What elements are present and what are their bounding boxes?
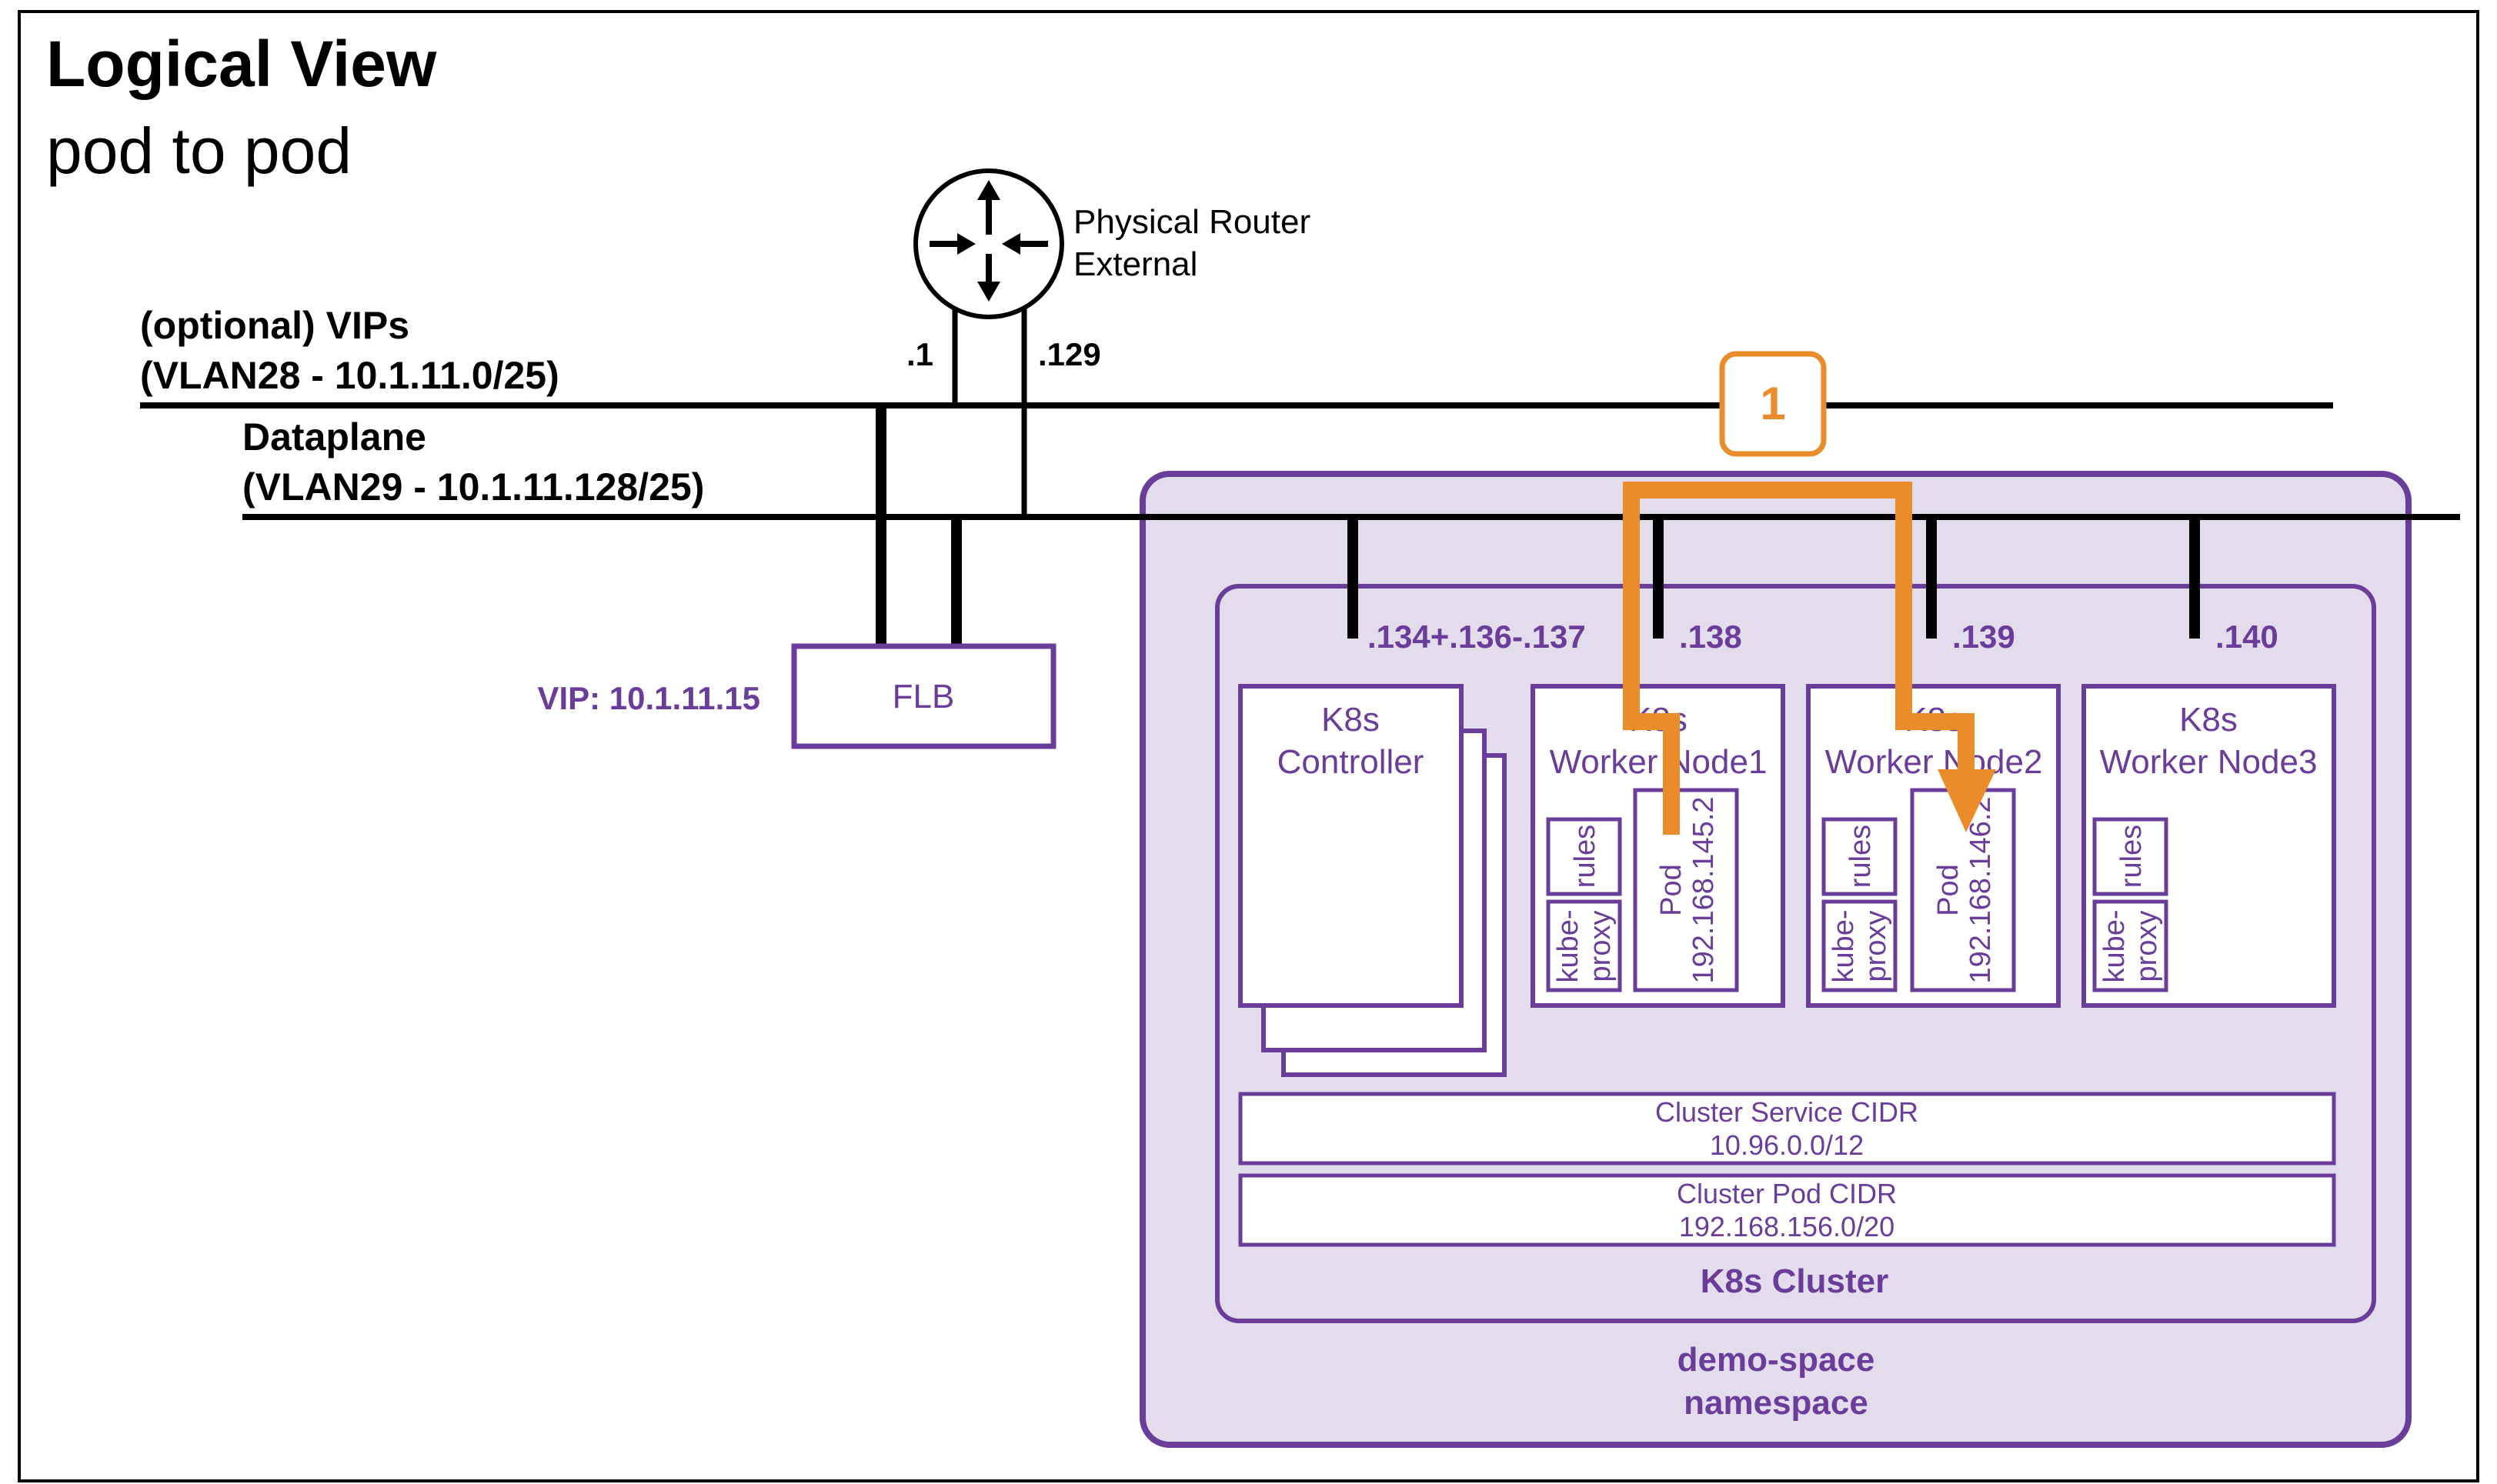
worker3-label-2: Worker Node3 <box>2100 743 2318 781</box>
controller-ip: .134+.136-.137 <box>1367 619 1586 655</box>
worker2-kube-proxy-label-1: kube- <box>1828 909 1860 982</box>
pod1-label: Pod <box>1655 864 1687 916</box>
worker2-label-2: Worker Node2 <box>1825 743 2043 781</box>
flb-vip: VIP: 10.1.11.15 <box>537 680 760 716</box>
worker2-kube-proxy-box <box>1821 899 1898 992</box>
controller-label-1: K8s <box>1321 701 1380 739</box>
pod-cidr-box <box>1238 1173 2336 1247</box>
router-sublabel: External <box>1073 245 1197 283</box>
service-cidr-box <box>1238 1092 2336 1166</box>
pod1-box <box>1633 788 1739 992</box>
worker1-rules-box <box>1546 817 1622 896</box>
worker2-ip: .139 <box>1952 619 2015 655</box>
worker3-ip: .140 <box>2215 619 2278 655</box>
pod-cidr-label: Cluster Pod CIDR <box>1677 1178 1897 1209</box>
vlan29-label: Dataplane <box>242 415 426 459</box>
flb-box <box>791 643 1057 749</box>
namespace-label-1: demo-space <box>1677 1341 1875 1379</box>
controller-node <box>1238 684 1464 1008</box>
worker1-kube-proxy-label-1: kube- <box>1552 909 1584 982</box>
worker2-rules-box <box>1821 817 1898 896</box>
pod2-label: Pod <box>1932 864 1965 916</box>
diagram-frame <box>18 10 2479 1482</box>
service-cidr-value: 10.96.0.0/12 <box>1710 1129 1864 1161</box>
worker3-label-1: K8s <box>2179 701 2238 739</box>
service-cidr-label: Cluster Service CIDR <box>1655 1096 1918 1128</box>
router-port-left: .1 <box>906 336 933 372</box>
vlan28-label: (optional) VIPs <box>140 304 409 347</box>
worker2-kube-proxy-label-2: proxy <box>1860 911 1892 982</box>
router-port-right: .129 <box>1038 336 1101 372</box>
worker2-rules-label: rules <box>1844 825 1877 888</box>
worker1-ip: .138 <box>1679 619 1742 655</box>
pod1-ip: 192.168.145.2 <box>1687 796 1720 983</box>
worker1-rules-label: rules <box>1569 825 1601 888</box>
router-icon <box>913 168 1064 319</box>
controller-label-2: Controller <box>1277 743 1424 781</box>
worker3-rules-label: rules <box>2115 825 2148 888</box>
step-badge-number: 1 <box>1760 378 1785 429</box>
worker1-label-2: Worker Node1 <box>1550 743 1768 781</box>
cluster-label: K8s Cluster <box>1701 1262 1889 1300</box>
worker3-kube-proxy-label-2: proxy <box>2131 911 2163 982</box>
vlan29-subnet: (VLAN29 - 10.1.11.128/25) <box>242 465 704 509</box>
page-subtitle: pod to pod <box>46 115 352 187</box>
worker3-rules-box <box>2092 817 2168 896</box>
vlan28-subnet: (VLAN28 - 10.1.11.0/25) <box>140 354 559 397</box>
worker1-kube-proxy-label-2: proxy <box>1584 911 1617 982</box>
traffic-path-arrow <box>1623 482 1996 835</box>
pod-cidr-value: 192.168.156.0/20 <box>1679 1211 1894 1242</box>
worker1-kube-proxy-box <box>1546 899 1622 992</box>
pod2-ip: 192.168.146.2 <box>1965 796 1997 983</box>
page-title: Logical View <box>46 28 437 100</box>
namespace-label-2: namespace <box>1684 1384 1868 1422</box>
cluster-box <box>1215 584 2376 1323</box>
worker3-kube-proxy-box <box>2092 899 2168 992</box>
flb-label: FLB <box>893 678 955 715</box>
step-badge <box>1719 351 1827 457</box>
router-label: Physical Router <box>1073 203 1310 241</box>
worker3-kube-proxy-label-1: kube- <box>2098 909 2131 982</box>
